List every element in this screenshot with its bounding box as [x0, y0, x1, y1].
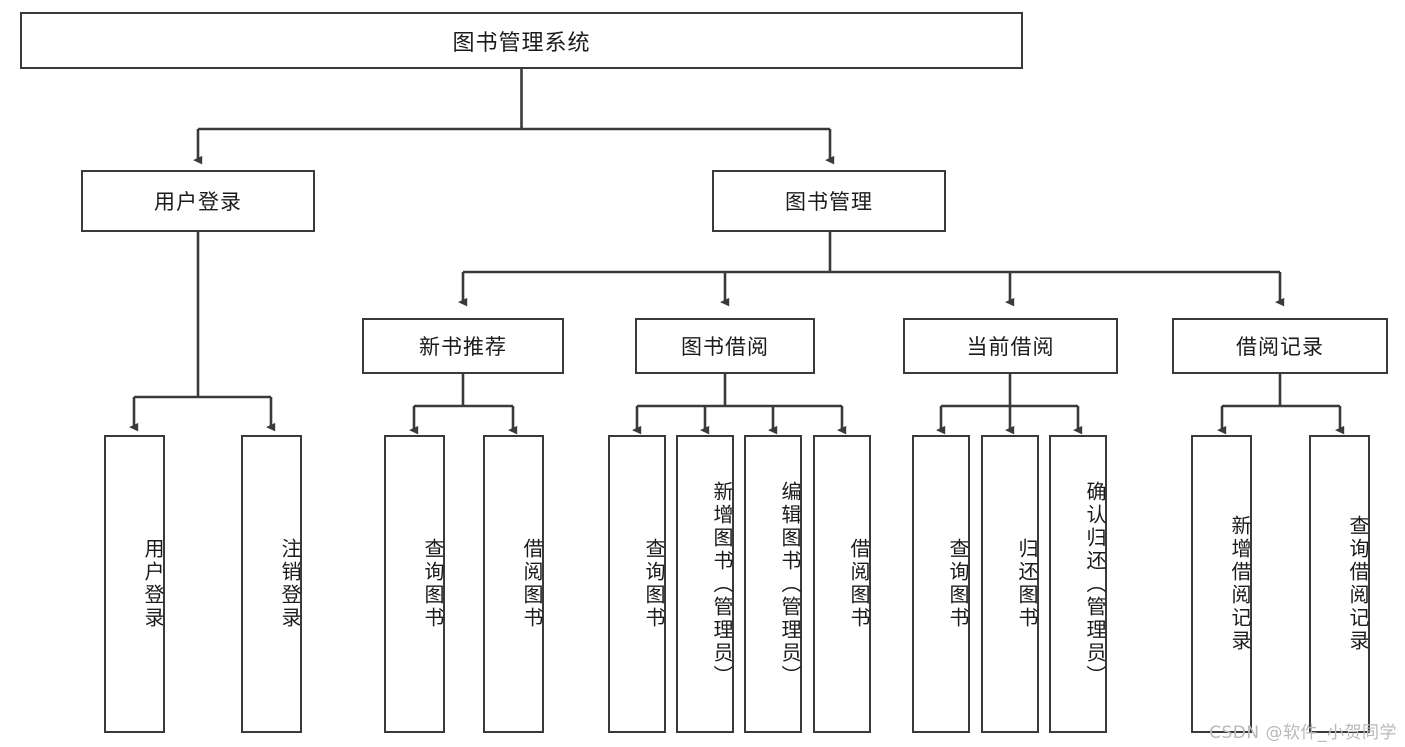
node-leaf-query-book-2[interactable]: 查询图书 — [608, 435, 666, 733]
node-leaf-user-login-label: 用户登录 — [141, 538, 165, 630]
node-leaf-return-book-label: 归还图书 — [1015, 538, 1039, 630]
node-current-borrow-label: 当前借阅 — [966, 335, 1055, 359]
node-leaf-confirm-return[interactable]: 确认归还（管理员） — [1049, 435, 1107, 733]
node-leaf-borrow-book-2-label: 借阅图书 — [847, 538, 871, 630]
node-leaf-confirm-return-label: 确认归还（管理员） — [1083, 480, 1107, 688]
node-leaf-borrow-book-1[interactable]: 借阅图书 — [483, 435, 544, 733]
node-leaf-query-book-3-label: 查询图书 — [946, 538, 970, 630]
node-leaf-edit-book[interactable]: 编辑图书（管理员） — [744, 435, 802, 733]
node-leaf-query-book-1-label: 查询图书 — [421, 538, 445, 630]
watermark: CSDN @软件_小贺同学 — [1209, 723, 1397, 743]
node-user-login[interactable]: 用户登录 — [81, 170, 315, 232]
node-leaf-query-record-label: 查询借阅记录 — [1346, 515, 1370, 653]
node-leaf-query-book-1[interactable]: 查询图书 — [384, 435, 445, 733]
node-leaf-add-book-label: 新增图书（管理员） — [710, 480, 734, 688]
node-leaf-borrow-book-2[interactable]: 借阅图书 — [813, 435, 871, 733]
node-leaf-user-login[interactable]: 用户登录 — [104, 435, 165, 733]
node-user-login-label: 用户登录 — [154, 190, 242, 214]
node-leaf-logout-login-label: 注销登录 — [278, 538, 302, 630]
node-current-borrow[interactable]: 当前借阅 — [903, 318, 1118, 374]
node-leaf-edit-book-label: 编辑图书（管理员） — [778, 480, 802, 688]
node-leaf-add-book[interactable]: 新增图书（管理员） — [676, 435, 734, 733]
node-book-management[interactable]: 图书管理 — [712, 170, 946, 232]
node-root-label: 图书管理系统 — [452, 30, 591, 56]
node-book-borrow[interactable]: 图书借阅 — [635, 318, 815, 374]
node-new-book-recommend-label: 新书推荐 — [419, 335, 507, 359]
node-book-management-label: 图书管理 — [785, 190, 873, 214]
node-leaf-query-book-3[interactable]: 查询图书 — [912, 435, 970, 733]
node-leaf-return-book[interactable]: 归还图书 — [981, 435, 1039, 733]
node-borrow-record[interactable]: 借阅记录 — [1172, 318, 1388, 374]
node-leaf-query-book-2-label: 查询图书 — [642, 538, 666, 630]
node-leaf-borrow-book-1-label: 借阅图书 — [520, 538, 544, 630]
node-leaf-add-record-label: 新增借阅记录 — [1228, 515, 1252, 653]
node-leaf-query-record[interactable]: 查询借阅记录 — [1309, 435, 1370, 733]
node-root[interactable]: 图书管理系统 — [20, 12, 1023, 69]
node-borrow-record-label: 借阅记录 — [1236, 335, 1324, 359]
node-leaf-add-record[interactable]: 新增借阅记录 — [1191, 435, 1252, 733]
node-new-book-recommend[interactable]: 新书推荐 — [362, 318, 564, 374]
node-leaf-logout-login[interactable]: 注销登录 — [241, 435, 302, 733]
node-book-borrow-label: 图书借阅 — [681, 335, 769, 359]
